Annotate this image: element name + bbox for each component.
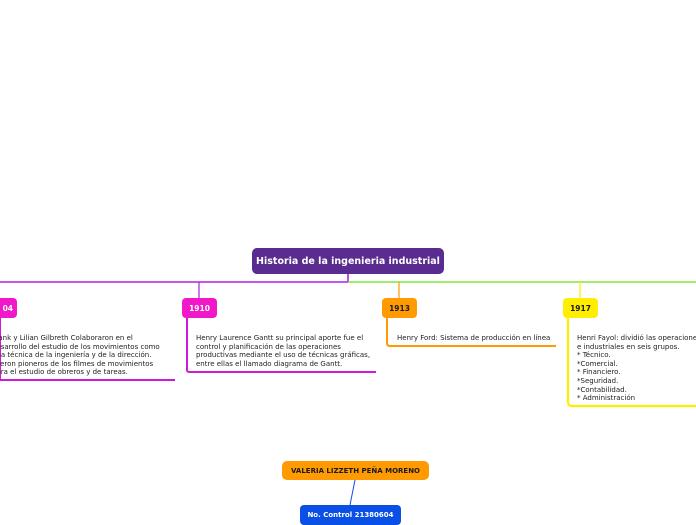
control-number-node[interactable]: No. Control 21380604 [300,505,401,525]
description-1904: Frank y Lilian Gilbreth Colaboraron en e… [0,334,170,377]
description-line: Frank y Lilian Gilbreth Colaboraron en e… [0,334,133,342]
year-label-1904: 04 [2,303,13,313]
description-line: control y planificación de las operacion… [196,342,341,351]
year-label-1910: 1910 [189,303,210,313]
underline-1917 [566,318,696,408]
description-line: desarrollo del estudio de los movimiento… [0,342,160,351]
underline-1904 [0,318,175,381]
description-line: Henri Fayol: dividió las operaciones [577,334,696,342]
description-1917: Henri Fayol: dividió las operaciones e i… [577,334,696,403]
description-1910: Henry Laurence Gantt su principal aporte… [196,334,374,368]
year-label-1917: 1917 [570,303,591,313]
year-node-1910[interactable]: 1910 [182,298,217,318]
author-to-control-line [349,479,356,506]
description-line: Fueron pioneros de los filmes de movimie… [0,359,154,368]
description-line: *Comercial. [577,359,618,368]
description-line: Henry Ford: Sistema de producción en lín… [397,334,551,342]
description-line: *Contabilidad. [577,385,627,394]
description-line: e industriales en seis grupos. [577,342,680,351]
description-line: entre ellas el llamado diagrama de Gantt… [196,359,343,368]
central-topic-label: Historia de la ingenieria industrial [256,255,440,267]
branch-left-line [0,274,349,283]
year-label-1913: 1913 [389,303,410,313]
author-node[interactable]: VALERIA LIZZETH PEÑA MORENO [282,461,429,480]
description-line: * Administración [577,394,636,403]
description-line: productivas mediante el uso de técnicas … [196,351,371,360]
year-node-1917[interactable]: 1917 [563,298,598,318]
description-line: *Seguridad. [577,376,619,385]
central-topic[interactable]: Historia de la ingenieria industrial [252,248,444,274]
control-number-label: No. Control 21380604 [307,511,394,519]
underline-1910 [186,318,376,373]
description-line: * Técnico. [577,351,611,360]
description-line: una técnica de la ingeniería y de la dir… [0,351,152,360]
author-name: VALERIA LIZZETH PEÑA MORENO [290,466,421,475]
description-line: para el estudio de obreros y de tareas. [0,368,128,377]
year-node-1904[interactable]: 04 [0,298,17,318]
description-line: * Financiero. [577,368,621,377]
underline-1913 [386,318,556,347]
description-1913: Henry Ford: Sistema de producción en lín… [397,334,555,343]
year-node-1913[interactable]: 1913 [382,298,417,318]
description-line: Henry Laurence Gantt su principal aporte… [196,334,364,342]
